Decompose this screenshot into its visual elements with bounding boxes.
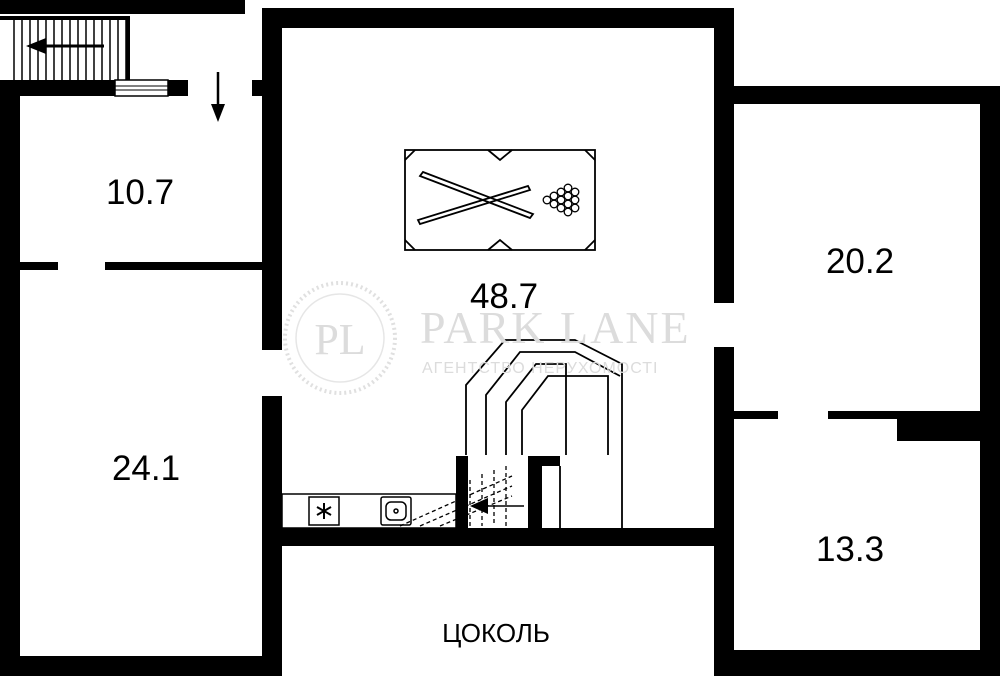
room-area-label: 48.7	[470, 277, 538, 316]
watermark: PL PARK LANE АГЕНТСТВО НЕРУХОМОСТІ	[283, 281, 691, 395]
wall	[20, 262, 58, 270]
wall	[168, 80, 188, 96]
wall	[0, 656, 282, 676]
wall	[0, 80, 115, 96]
room-area-label: 20.2	[826, 242, 894, 281]
wall	[262, 528, 734, 546]
room-area-label: 24.1	[112, 449, 180, 488]
wall	[714, 650, 1000, 676]
wall	[714, 347, 734, 676]
wall	[528, 456, 542, 530]
wall	[456, 456, 468, 530]
entry-arrow-icon	[211, 72, 225, 122]
wall	[714, 86, 1000, 104]
wall	[105, 262, 265, 270]
stair-direction-arrow-icon	[0, 16, 130, 80]
window	[114, 79, 169, 97]
watermark-subtitle: АГЕНТСТВО НЕРУХОМОСТІ	[422, 360, 658, 377]
wall	[897, 411, 980, 441]
wall	[980, 86, 1000, 676]
room-area-label: 10.7	[106, 173, 174, 212]
floor-label: ЦОКОЛЬ	[442, 618, 550, 648]
wall	[714, 8, 734, 303]
room-area-label: 13.3	[816, 530, 884, 569]
stove-icon	[308, 496, 340, 526]
wall	[262, 8, 734, 28]
wall	[0, 80, 20, 676]
wall	[0, 0, 245, 14]
billiard-table-icon	[404, 149, 596, 251]
wall	[262, 8, 282, 350]
kitchen-counter	[281, 493, 457, 529]
sink-icon	[380, 496, 412, 526]
watermark-monogram: PL	[314, 315, 365, 364]
watermark-brand: PARK LANE	[420, 302, 691, 353]
staircase-icon	[399, 339, 623, 528]
wall	[734, 411, 778, 419]
